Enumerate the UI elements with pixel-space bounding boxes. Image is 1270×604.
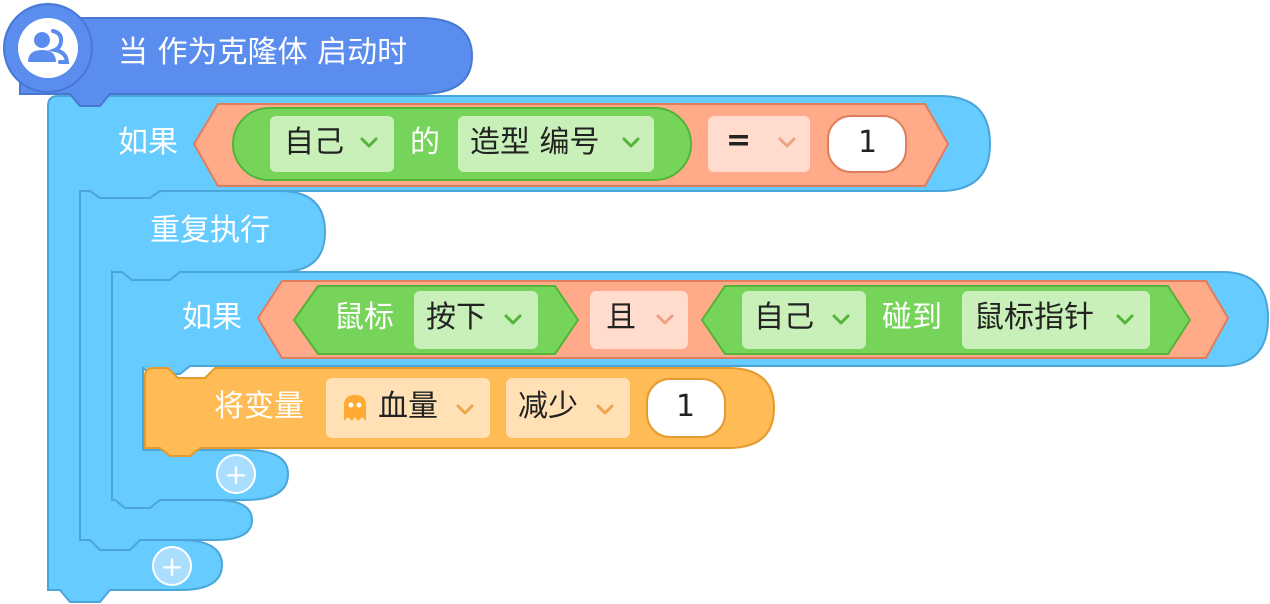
logic-label: 且: [606, 300, 636, 335]
change-label: 将变量: [214, 389, 304, 424]
if1-keyword: 如果: [118, 125, 178, 160]
change-mode-label: 减少: [518, 389, 578, 424]
ghost-icon: [344, 395, 366, 421]
sensor-of-label: 的: [410, 125, 440, 160]
touch-object-label: 鼠标指针: [974, 300, 1094, 335]
sensor-target-label: 自己: [284, 125, 344, 160]
clone-users-icon: [28, 29, 70, 64]
if2-keyword: 如果: [182, 300, 242, 335]
sensor-property-label: 造型 编号: [470, 125, 600, 160]
touch-target-label: 自己: [754, 300, 814, 335]
mouse-label: 鼠标: [334, 300, 394, 335]
touch-verb-label: 碰到: [882, 300, 942, 335]
hat-label[interactable]: 当 作为克隆体 启动时: [118, 35, 408, 70]
operator-dropdown[interactable]: [708, 116, 810, 172]
mouse-state-label: 按下: [426, 300, 486, 335]
logic-dropdown[interactable]: [590, 291, 688, 349]
add-block-button-inner[interactable]: +: [216, 454, 256, 494]
hat-block: [19, 17, 474, 107]
sensor-property-dropdown[interactable]: [458, 116, 654, 172]
variable-label: 血量: [378, 389, 438, 424]
add-block-button-outer[interactable]: +: [152, 546, 192, 586]
forever-label: 重复执行: [150, 213, 270, 248]
compare-value: 1: [858, 125, 878, 160]
change-amount-input[interactable]: [646, 378, 726, 438]
compare-value-input[interactable]: [827, 115, 907, 173]
change-amount: 1: [676, 389, 696, 424]
operator-label: =: [726, 123, 752, 158]
